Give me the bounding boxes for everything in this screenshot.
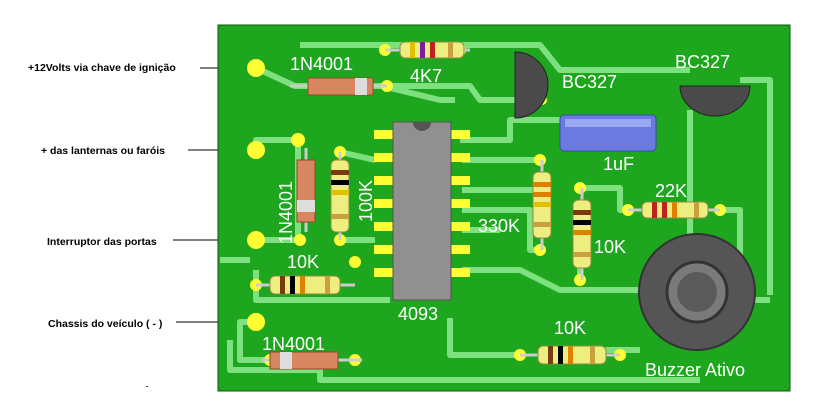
resistor-100k (330, 152, 350, 240)
resistor-330k (532, 160, 552, 250)
label-c1: 1uF (603, 154, 634, 174)
label-d1: 1N4001 (290, 54, 353, 74)
label-d2: 1N4001 (276, 181, 296, 244)
diode-d3 (262, 351, 362, 370)
label-100k: 100K (356, 180, 376, 222)
label-door-switch: Interruptor das portas (47, 236, 157, 248)
ic-4093 (374, 121, 470, 301)
transistor-q2 (679, 85, 751, 117)
diode-d1 (290, 77, 387, 96)
diode-d2 (296, 148, 316, 232)
label-lights: + das lanternas ou faróis (41, 145, 166, 157)
label-buzzer: Buzzer Ativo (645, 360, 745, 380)
label-10k-c: 10K (554, 318, 586, 338)
label-q2: BC327 (675, 52, 730, 72)
label-330k: 330K (478, 216, 520, 236)
label-chassis: Chassis do veículo ( - ) (48, 318, 163, 330)
resistor-10k-a (256, 275, 355, 295)
label-ignition: +12Volts via chave de ignição (28, 62, 176, 74)
buzzer (638, 233, 756, 351)
resistor-10k-b (572, 188, 592, 280)
label-10k-b: 10K (594, 237, 626, 257)
label-10k-a: 10K (287, 252, 319, 272)
capacitor-1uf (559, 114, 657, 152)
label-d3: 1N4001 (262, 334, 325, 354)
label-ic: 4093 (398, 304, 438, 324)
label-q1: BC327 (562, 72, 617, 92)
label-4k7: 4K7 (410, 66, 442, 86)
resistor-4k7 (385, 41, 470, 59)
resistor-22k (628, 201, 720, 219)
label-22k: 22K (655, 181, 687, 201)
resistor-10k-c (520, 345, 620, 365)
transistor-q1 (514, 51, 549, 119)
